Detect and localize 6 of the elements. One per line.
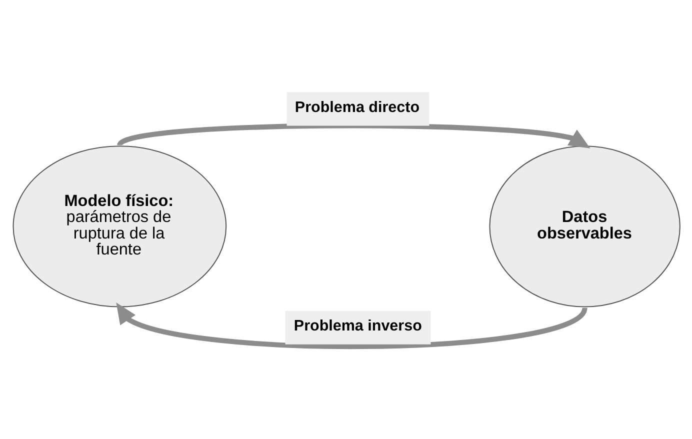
node-ellipse: Datos observables xyxy=(488,146,680,308)
edge-label: Problema directo xyxy=(294,99,420,116)
arrow xyxy=(118,123,590,148)
edge-label: Problema inverso xyxy=(293,318,422,335)
arrow xyxy=(116,302,586,349)
node-ellipse: Modelo físico: parámetros de ruptura de la fuente xyxy=(12,146,226,308)
